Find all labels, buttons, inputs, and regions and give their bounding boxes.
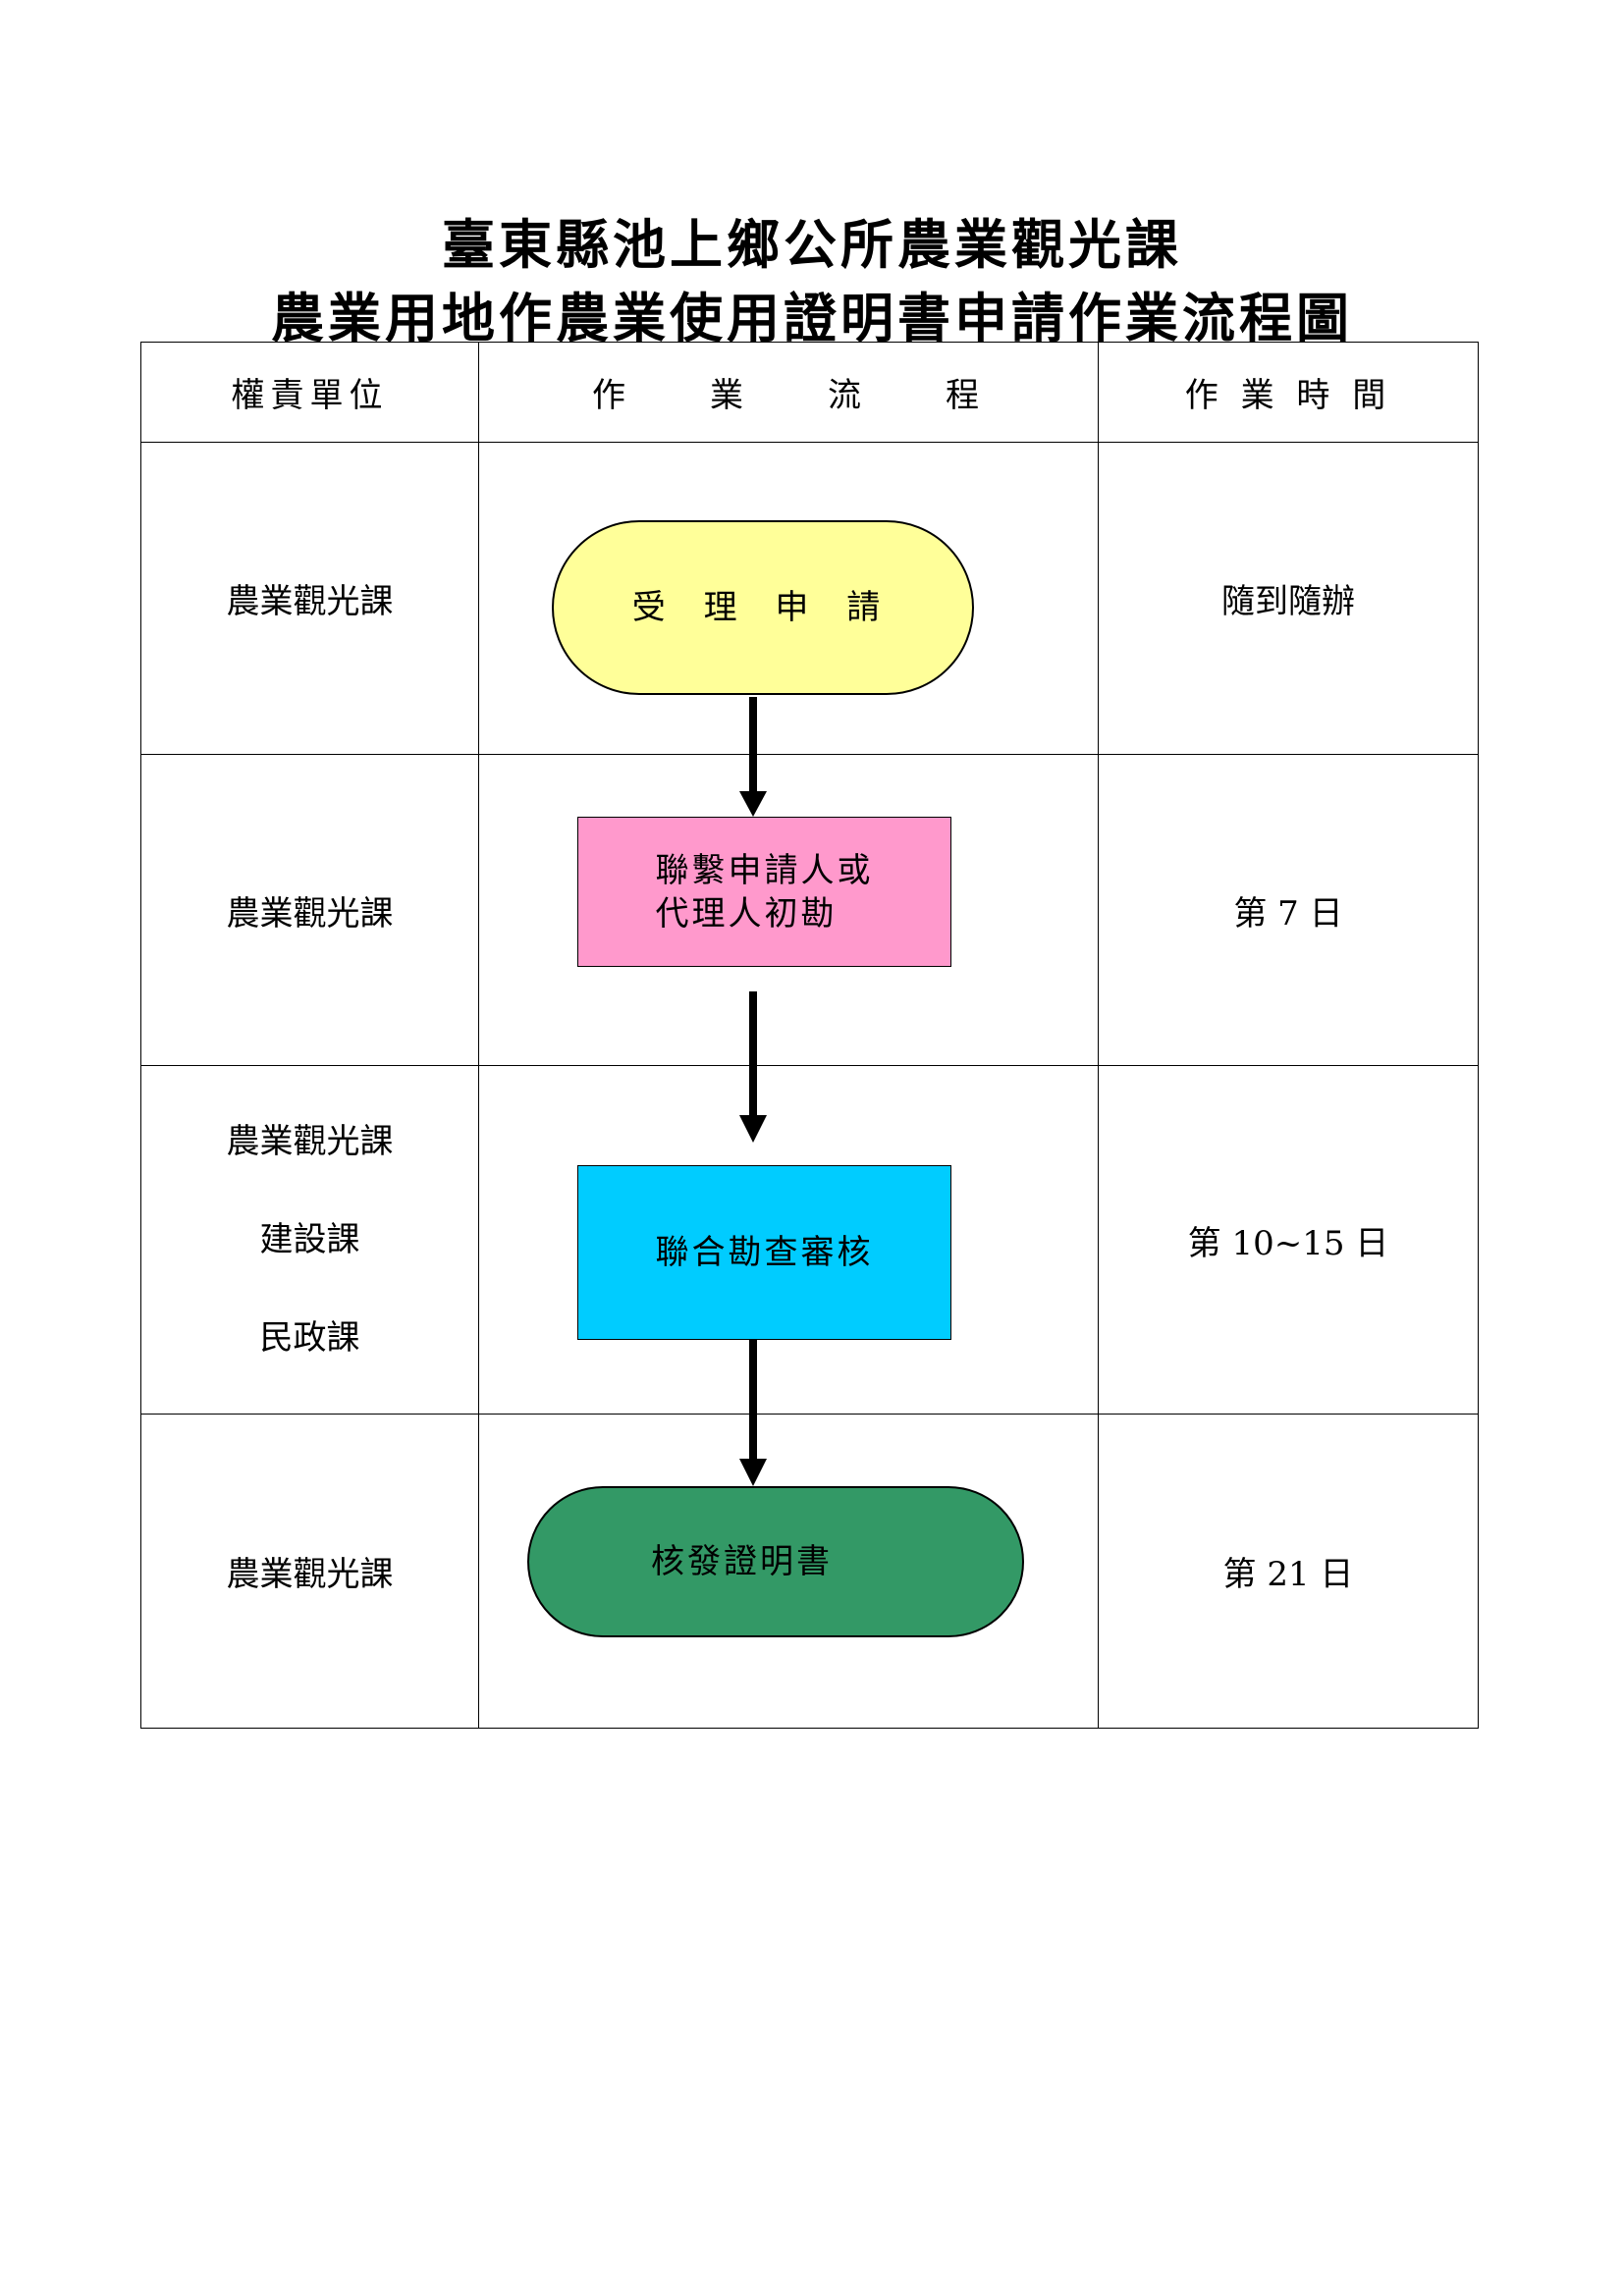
page-title: 臺東縣池上鄉公所農業觀光課 xyxy=(442,213,1182,276)
step-joint-review: 聯合勘查審核 xyxy=(577,1165,951,1340)
row1-time: 隨到隨辦 xyxy=(1221,582,1355,621)
row1-unit: 農業觀光課 xyxy=(226,582,394,621)
page-subtitle: 農業用地作農業使用證明書申請作業流程圖 xyxy=(271,287,1353,349)
arrow-2-head xyxy=(739,1115,767,1143)
header-time: 作 業 時 間 xyxy=(1184,376,1392,415)
row3-unit-3: 民政課 xyxy=(259,1318,360,1358)
row4-unit: 農業觀光課 xyxy=(226,1555,394,1594)
arrow-1-head xyxy=(739,791,767,817)
row3-unit-1: 農業觀光課 xyxy=(226,1122,394,1161)
row4-time: 第 21 日 xyxy=(1222,1555,1354,1594)
step-receive-application: 受 理 申 請 xyxy=(552,520,974,695)
row2-unit: 農業觀光課 xyxy=(226,893,394,934)
header-unit: 權責單位 xyxy=(231,376,389,415)
row3-unit-2: 建設課 xyxy=(259,1220,360,1259)
step-contact-inspection: 聯繫申請人或 代理人初勘 xyxy=(577,817,951,967)
step-issue-certificate: 核發證明書 xyxy=(527,1486,1024,1637)
row3-time: 第 10~15 日 xyxy=(1187,1223,1389,1263)
row2-time: 第 7 日 xyxy=(1233,893,1343,934)
row3-unit: 農業觀光課 建設課 民政課 xyxy=(141,1066,478,1414)
arrow-3-head xyxy=(739,1459,767,1486)
header-process: 作 業 流 程 xyxy=(592,376,985,415)
